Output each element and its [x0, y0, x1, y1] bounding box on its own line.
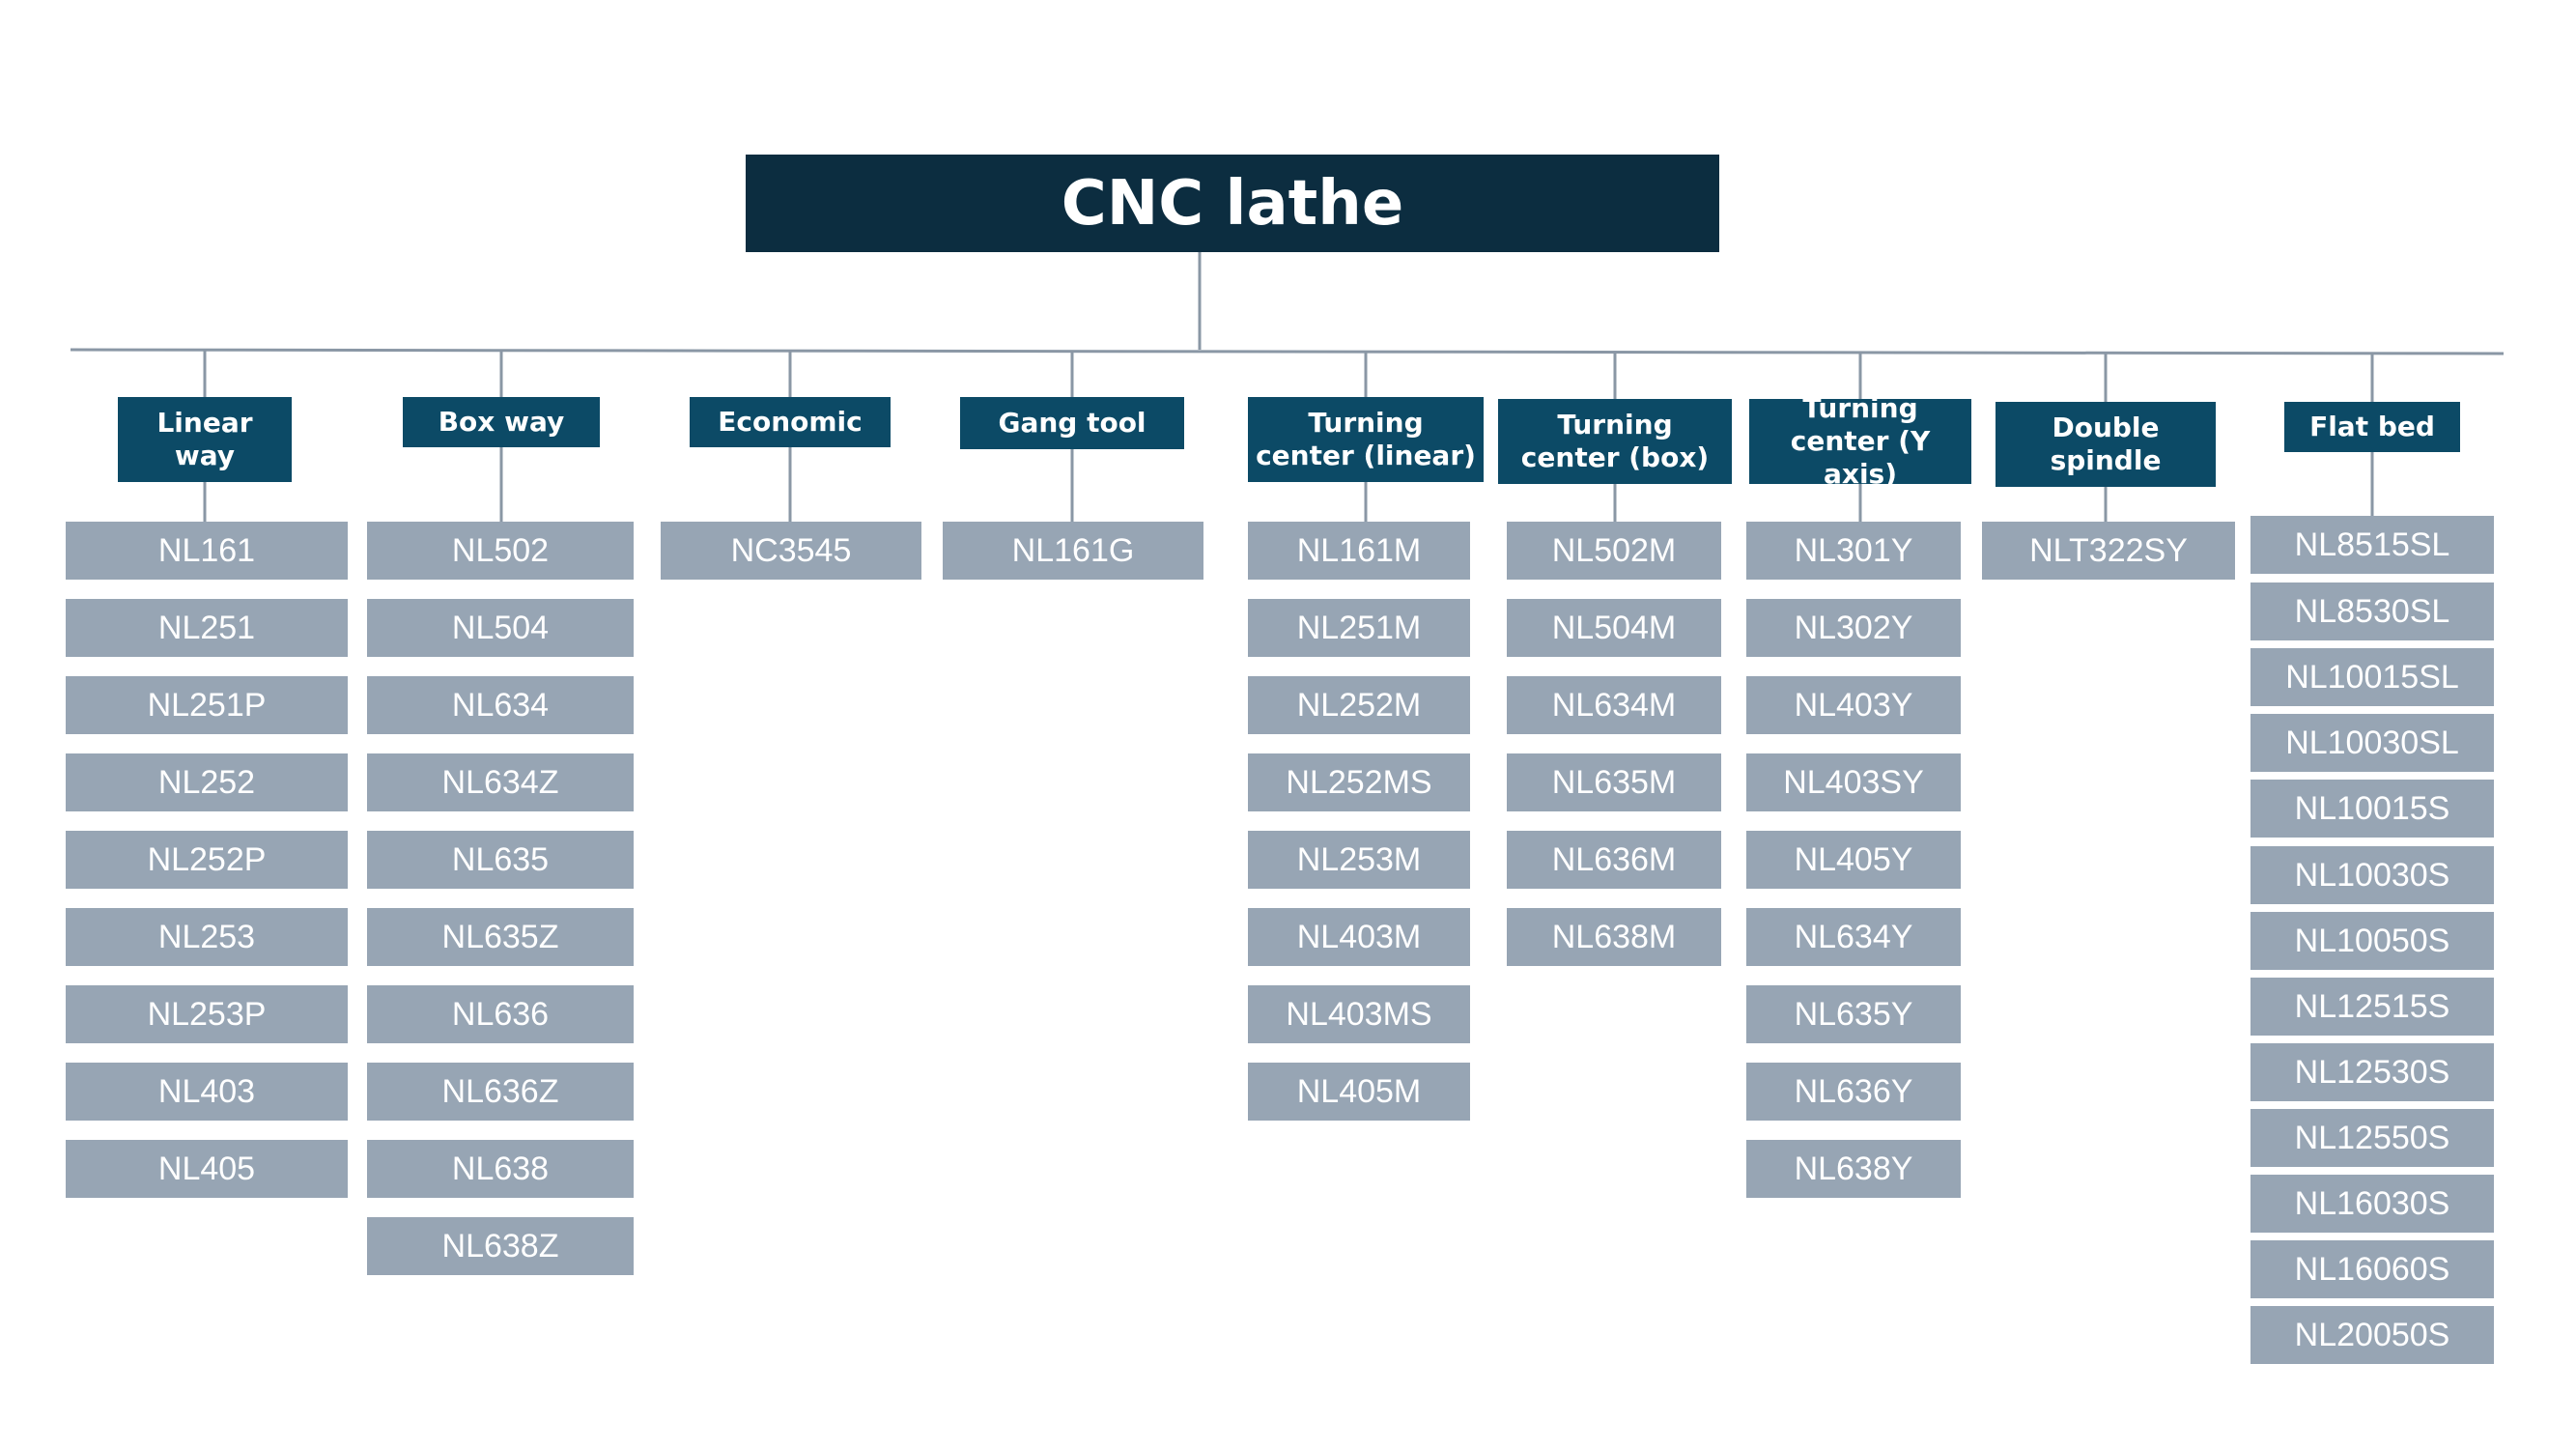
model-item: NC3545 — [661, 522, 921, 580]
model-item: NL635M — [1507, 753, 1721, 811]
model-item: NL12550S — [2250, 1109, 2494, 1167]
category-node: Turning center (Y axis) — [1749, 392, 1971, 490]
model-item: NL635 — [367, 831, 634, 889]
model-item: NL636 — [367, 985, 634, 1043]
model-item: NL636M — [1507, 831, 1721, 889]
model-item: NL10050S — [2250, 912, 2494, 970]
model-item: NL403 — [66, 1063, 348, 1121]
category-label: Box way — [438, 406, 565, 438]
category-label: Linear way — [156, 407, 253, 471]
model-item: NL634 — [367, 676, 634, 734]
model-item: NL638M — [1507, 908, 1721, 966]
model-item: NL8515SL — [2250, 516, 2494, 574]
model-item: NL10030S — [2250, 846, 2494, 904]
model-item: NL252 — [66, 753, 348, 811]
model-item: NL403M — [1248, 908, 1470, 966]
model-item: NL403MS — [1248, 985, 1470, 1043]
model-item: NL12530S — [2250, 1043, 2494, 1101]
model-item: NL253M — [1248, 831, 1470, 889]
model-item: NL636Y — [1746, 1063, 1961, 1121]
model-item: NL253 — [66, 908, 348, 966]
model-item: NL20050S — [2250, 1306, 2494, 1364]
category-node: Turning center (linear) — [1248, 397, 1484, 482]
category-node: Box way — [403, 397, 600, 447]
model-item: NL638Z — [367, 1217, 634, 1275]
horizontal-bus-line — [70, 348, 2505, 355]
model-item: NL634Y — [1746, 908, 1961, 966]
model-item: NL10030SL — [2250, 714, 2494, 772]
model-item: NL638 — [367, 1140, 634, 1198]
model-item: NL161M — [1248, 522, 1470, 580]
model-item: NL504M — [1507, 599, 1721, 657]
category-node: Economic — [690, 397, 891, 447]
model-item: NL634Z — [367, 753, 634, 811]
category-node: Turning center (box) — [1498, 399, 1732, 484]
model-item: NL405M — [1248, 1063, 1470, 1121]
model-item: NL634M — [1507, 676, 1721, 734]
model-item: NL16060S — [2250, 1240, 2494, 1298]
model-item: NL251M — [1248, 599, 1470, 657]
model-item: NL252P — [66, 831, 348, 889]
model-item: NL504 — [367, 599, 634, 657]
model-item: NL403SY — [1746, 753, 1961, 811]
model-item: NLT322SY — [1982, 522, 2235, 580]
model-item: NL161 — [66, 522, 348, 580]
model-item: NL405Y — [1746, 831, 1961, 889]
model-item: NL302Y — [1746, 599, 1961, 657]
model-item: NL638Y — [1746, 1140, 1961, 1198]
category-label: Economic — [718, 406, 863, 438]
model-item: NL301Y — [1746, 522, 1961, 580]
model-item: NL635Y — [1746, 985, 1961, 1043]
model-item: NL251P — [66, 676, 348, 734]
category-node: Double spindle — [1996, 402, 2216, 487]
model-item: NL8530SL — [2250, 582, 2494, 640]
model-item: NL16030S — [2250, 1175, 2494, 1233]
model-item: NL251 — [66, 599, 348, 657]
model-item: NL253P — [66, 985, 348, 1043]
root-node: CNC lathe — [746, 155, 1719, 252]
category-node: Flat bed — [2284, 402, 2460, 452]
model-item: NL252M — [1248, 676, 1470, 734]
category-label: Turning center (Y axis) — [1790, 392, 1931, 490]
model-item: NL636Z — [367, 1063, 634, 1121]
category-node: Gang tool — [960, 397, 1184, 449]
model-item: NL635Z — [367, 908, 634, 966]
model-item: NL10015SL — [2250, 648, 2494, 706]
category-label: Turning center (box) — [1520, 409, 1710, 473]
model-item: NL161G — [943, 522, 1203, 580]
model-item: NL10015S — [2250, 780, 2494, 838]
category-label: Gang tool — [998, 407, 1146, 439]
model-item: NL403Y — [1746, 676, 1961, 734]
category-label: Turning center (linear) — [1256, 407, 1476, 471]
model-item: NL502M — [1507, 522, 1721, 580]
category-node: Linear way — [118, 397, 292, 482]
root-label: CNC lathe — [1061, 167, 1404, 240]
model-item: NL502 — [367, 522, 634, 580]
model-item: NL12515S — [2250, 978, 2494, 1036]
model-item: NL405 — [66, 1140, 348, 1198]
category-label: Flat bed — [2309, 411, 2435, 442]
model-item: NL252MS — [1248, 753, 1470, 811]
category-label: Double spindle — [2050, 412, 2162, 476]
